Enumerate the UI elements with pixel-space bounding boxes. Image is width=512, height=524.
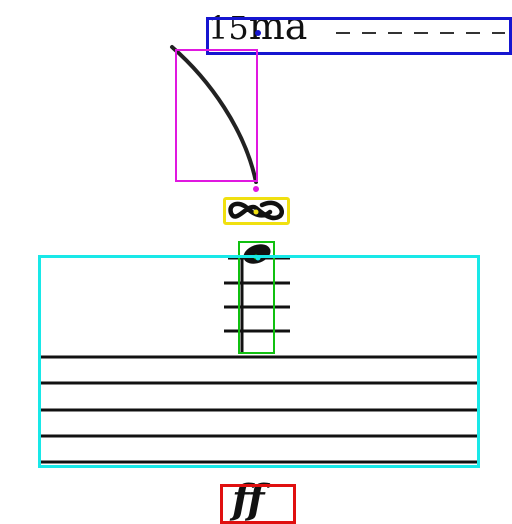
note-bounding-box	[238, 241, 275, 354]
ottava-bounding-box	[206, 17, 512, 55]
ottava-anchor-marker	[255, 30, 261, 36]
note-head	[243, 244, 271, 264]
ottava-suffix: ma	[248, 4, 308, 48]
ottava-marking: 15ma	[208, 6, 307, 48]
slur-bounding-box	[175, 49, 258, 182]
turn-bounding-box	[223, 197, 290, 225]
slur-anchor-marker	[253, 186, 259, 192]
turn-ornament-icon	[228, 200, 284, 221]
turn-anchor-marker	[253, 209, 259, 215]
slur-curve	[170, 45, 258, 184]
staff-bounding-box	[38, 255, 480, 468]
ottava-number: 15	[208, 9, 249, 47]
music-notation	[40, 30, 505, 464]
dynamic-bounding-box	[220, 484, 296, 524]
